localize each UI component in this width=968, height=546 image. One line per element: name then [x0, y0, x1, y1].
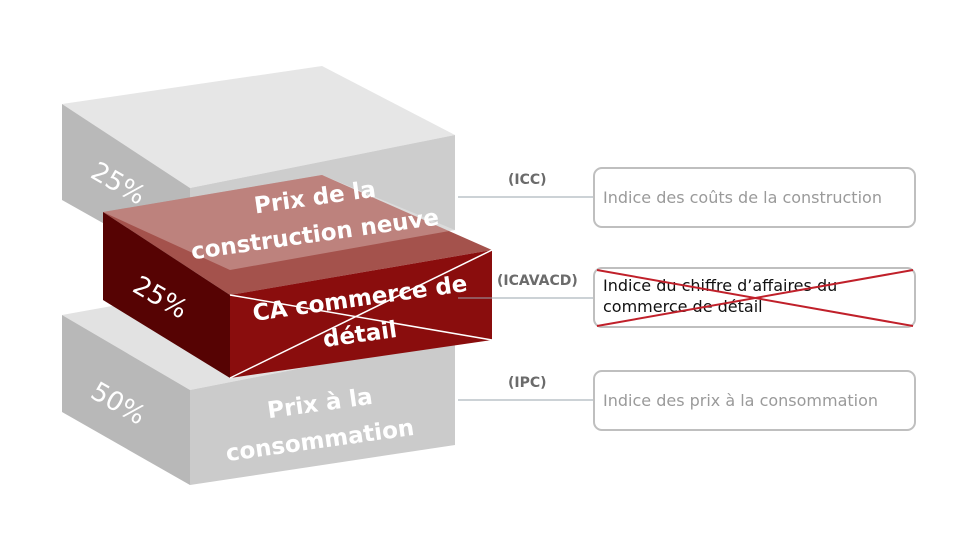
index-box-retail: Indice du chiffre d’affaires du commerce…: [593, 267, 916, 328]
index-label-retail-line2: commerce de détail: [603, 297, 763, 316]
block-consumption-side: [62, 315, 190, 485]
block-retail-side: [103, 212, 230, 378]
index-box-construction: Indice des coûts de la construction: [593, 167, 916, 228]
block-retail-top: [103, 175, 492, 295]
abbr-retail: (ICAVACD): [497, 273, 578, 289]
retail-cross-line-2: [229, 249, 493, 379]
index-box-consumption: Indice des prix à la consommation: [593, 370, 916, 431]
index-box-retail-cross: [596, 269, 914, 327]
block-retail: 25% CA commerce de détail: [103, 175, 493, 379]
index-label-construction: Indice des coûts de la construction: [603, 188, 882, 207]
block-construction-top: [62, 66, 455, 188]
block-construction-overlay: [103, 175, 455, 270]
retail-cross-line-1: [229, 294, 493, 341]
index-label-consumption: Indice des prix à la consommation: [603, 391, 879, 410]
block-consumption-front: [190, 338, 455, 485]
abbr-consumption: (IPC): [508, 375, 547, 391]
abbr-construction: (ICC): [508, 172, 547, 188]
